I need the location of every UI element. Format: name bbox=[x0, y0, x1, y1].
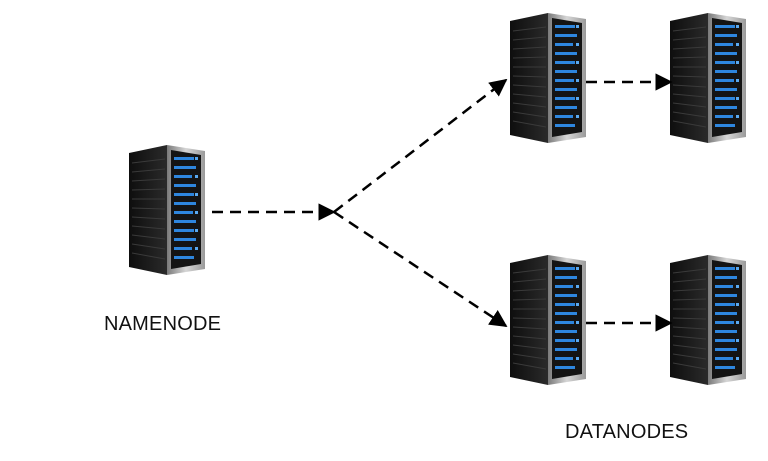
branch-to-bottom-datanode-arrow bbox=[333, 210, 508, 328]
namenode-label: NAMENODE bbox=[104, 313, 222, 335]
datanode-server-top-2-icon bbox=[669, 13, 747, 143]
datanode-server-top-1-icon bbox=[509, 13, 587, 143]
namenode-server-icon bbox=[128, 145, 206, 275]
datanode-server-bottom-1-icon bbox=[509, 255, 587, 385]
datanodes-label: DATANODES bbox=[565, 421, 689, 443]
datanode-server-bottom-2-icon bbox=[669, 255, 747, 385]
branch-to-top-datanode-arrow bbox=[333, 78, 508, 213]
